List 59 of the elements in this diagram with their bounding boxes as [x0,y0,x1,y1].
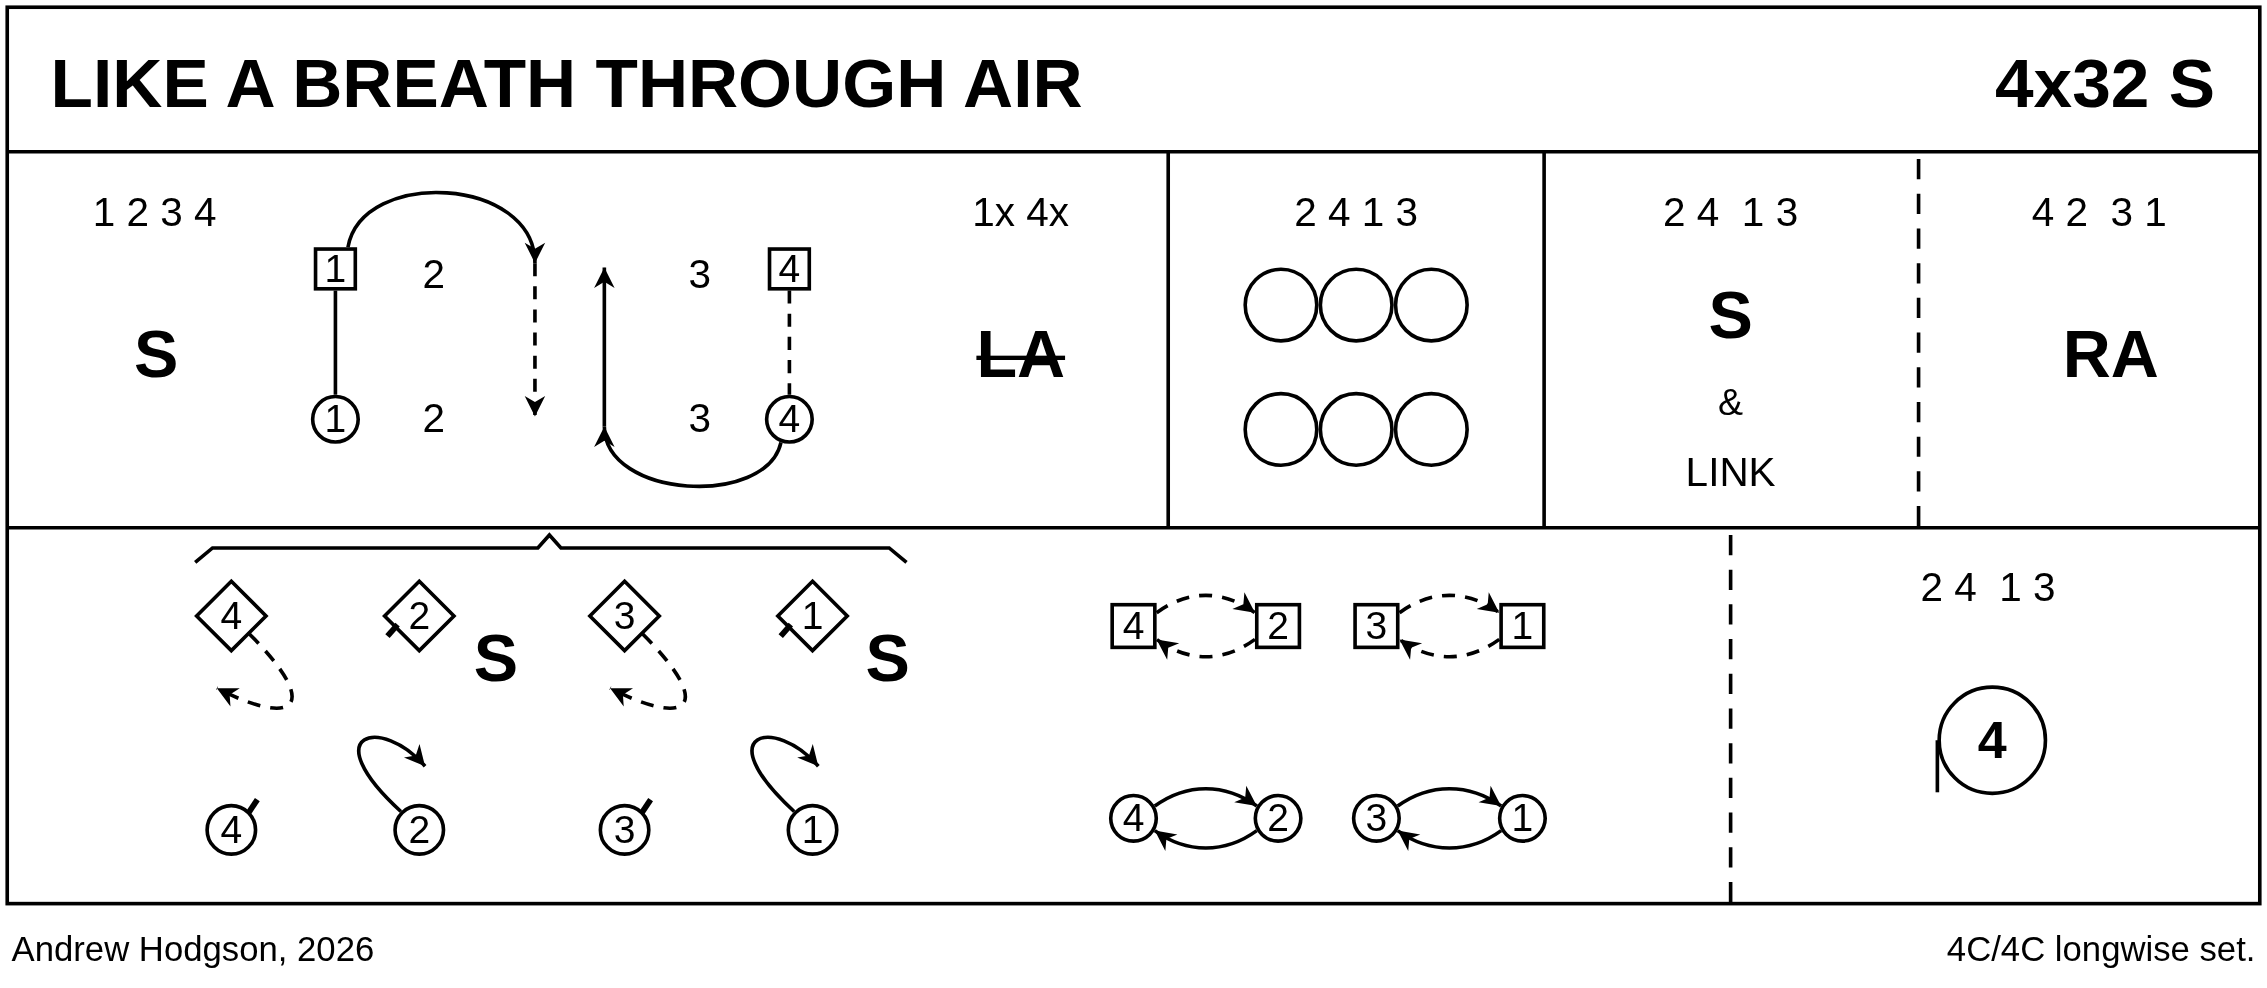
arrow [1153,829,1258,851]
dance-type: 4x32 S [1995,49,2215,119]
couple-label: 1x 4x [972,192,1070,233]
figure-label: LINK [1685,452,1776,493]
arrow [357,735,427,813]
dancer-number: 2 [422,399,445,440]
figure-label: S [133,320,179,388]
connector-line [333,290,338,395]
arrow [1396,786,1503,808]
author-credit: Andrew Hodgson, 2026 [11,932,375,968]
dancer-circle: 2 [1253,793,1303,843]
dancer-square: 4 [1110,602,1157,650]
dancer-circle: 3 [1351,793,1401,843]
arrow [594,267,783,488]
position-numbers: 4 2 3 1 [2031,192,2167,233]
position-numbers: 2 4 1 3 [1920,568,2056,609]
dancer-circle: 4 [1937,685,2048,796]
arrow [1155,637,1256,660]
arrow [216,632,294,710]
figure-label: LA [976,320,1066,388]
dancer-square: 4 [767,247,812,291]
dancer-square: 1 [313,247,358,291]
position-numbers: 2 4 1 3 [1663,192,1799,233]
dancer-square: 3 [1353,602,1400,650]
dancer-circle: 4 [1108,793,1159,843]
arrow [1153,786,1258,808]
position-numbers: 2 4 1 3 [1294,192,1419,233]
arrow [609,632,687,710]
arrow [1398,637,1501,660]
connector-line [787,290,792,395]
dancer-diamond: 4 [195,579,268,653]
dancer-circle: 4 [205,803,258,856]
dancer-circle: 1 [310,394,360,444]
title-text: LIKE A BREATH THROUGH AIR [50,49,1083,119]
figure-label: & [1718,383,1744,421]
dancer-circle: 2 [393,803,446,856]
arrow [1155,592,1256,615]
dancer-number: 3 [688,254,712,295]
set-description: 4C/4C longwise set. [1946,932,2256,968]
figure-label: S [1708,281,1753,349]
arrow [346,191,546,417]
arrow [1396,829,1503,851]
dancer-diamond: 2 [383,579,456,653]
dancer-circle: 1 [786,803,839,856]
dancer-square: 1 [1499,602,1546,650]
dancer-square: 2 [1254,602,1302,650]
dancer-number: 3 [688,399,712,440]
dancer-circle: 1 [1497,793,1547,843]
arrow [1398,592,1501,615]
figure-label: S [865,624,910,692]
dancer-circle: 4 [764,394,814,444]
figure-label: RA [2062,320,2159,388]
dancer-diamond: 3 [588,579,661,653]
dancer-diamond: 1 [776,579,849,653]
position-numbers: 1 2 3 4 [92,192,217,233]
figure-label: S [473,624,519,692]
dancer-circle: 3 [598,803,651,856]
arrow [750,735,820,813]
dancer-number: 2 [422,254,445,295]
